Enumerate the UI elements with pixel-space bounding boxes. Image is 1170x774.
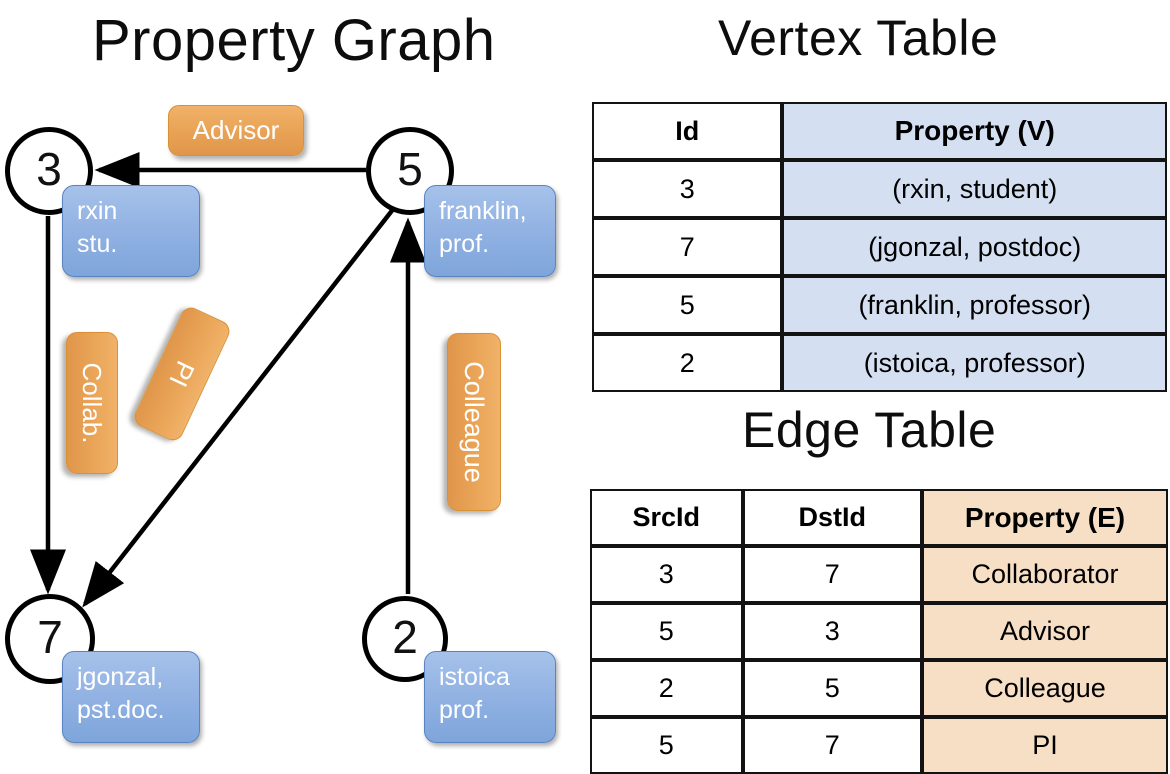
edge-table-header-property: Property (E) <box>922 489 1168 546</box>
node-property-callout-5: franklin, prof. <box>424 185 556 277</box>
vertex-cell-id: 7 <box>592 218 783 276</box>
vertex-table-header-id: Id <box>592 102 783 160</box>
table-row: 5 3 Advisor <box>590 603 1168 660</box>
edge-cell-property: PI <box>922 717 1168 774</box>
edge-cell-srcid: 3 <box>590 546 743 603</box>
edge-label-advisor: Advisor <box>168 105 304 156</box>
table-row: 3 (rxin, student) <box>592 160 1167 218</box>
graph-node-3-label: 3 <box>36 143 62 195</box>
edge-cell-property: Collaborator <box>922 546 1168 603</box>
vertex-cell-id: 3 <box>592 160 783 218</box>
table-row: 2 5 Colleague <box>590 660 1168 717</box>
table-row: 7 (jgonzal, postdoc) <box>592 218 1167 276</box>
table-row: 3 7 Collaborator <box>590 546 1168 603</box>
page-title-edge-table: Edge Table <box>742 402 997 458</box>
node-property-callout-7: jgonzal, pst.doc. <box>62 651 200 743</box>
vertex-cell-property: (franklin, professor) <box>782 276 1167 334</box>
table-row: 2 (istoica, professor) <box>592 334 1167 392</box>
graph-node-5: 5 <box>366 127 454 215</box>
page-title-vertex-table: Vertex Table <box>718 10 999 66</box>
edge-cell-property: Advisor <box>922 603 1168 660</box>
graph-node-2: 2 <box>362 596 448 682</box>
edge-arrow-pi <box>82 206 396 608</box>
edge-cell-dstid: 5 <box>742 660 922 717</box>
node-property-callout-3: rxin stu. <box>62 185 200 277</box>
edge-table-header-dstid: DstId <box>742 489 922 546</box>
graph-node-7-label: 7 <box>37 611 63 663</box>
table-row: 5 (franklin, professor) <box>592 276 1167 334</box>
vertex-table: Id Property (V) 3 (rxin, student) 7 (jgo… <box>592 102 1167 392</box>
edge-cell-srcid: 5 <box>590 603 743 660</box>
vertex-table-header-property: Property (V) <box>782 102 1167 160</box>
node-property-callout-2: istoica prof. <box>424 651 556 743</box>
edge-label-colleague: Colleague <box>447 333 501 511</box>
graph-node-5-label: 5 <box>397 143 423 195</box>
table-row: 5 7 PI <box>590 717 1168 774</box>
edge-cell-dstid: 3 <box>742 603 922 660</box>
vertex-cell-property: (rxin, student) <box>782 160 1167 218</box>
edge-cell-srcid: 2 <box>590 660 743 717</box>
edge-cell-dstid: 7 <box>742 546 922 603</box>
property-graph-panel: Property Graph Advisor Collab. PI Collea… <box>0 0 585 760</box>
edge-table: SrcId DstId Property (E) 3 7 Collaborato… <box>590 489 1168 774</box>
edge-cell-dstid: 7 <box>742 717 922 774</box>
vertex-cell-property: (istoica, professor) <box>782 334 1167 392</box>
page-title-property-graph: Property Graph <box>92 8 496 73</box>
graph-node-2-label: 2 <box>392 611 418 663</box>
vertex-cell-id: 5 <box>592 276 783 334</box>
vertex-cell-id: 2 <box>592 334 783 392</box>
vertex-cell-property: (jgonzal, postdoc) <box>782 218 1167 276</box>
vertex-table-header-row: Id Property (V) <box>592 102 1167 160</box>
graph-edges-svg <box>30 152 426 608</box>
edge-cell-property: Colleague <box>922 660 1168 717</box>
edge-table-header-row: SrcId DstId Property (E) <box>590 489 1168 546</box>
edge-label-collab: Collab. <box>66 332 118 474</box>
edge-cell-srcid: 5 <box>590 717 743 774</box>
edge-table-header-srcid: SrcId <box>590 489 743 546</box>
